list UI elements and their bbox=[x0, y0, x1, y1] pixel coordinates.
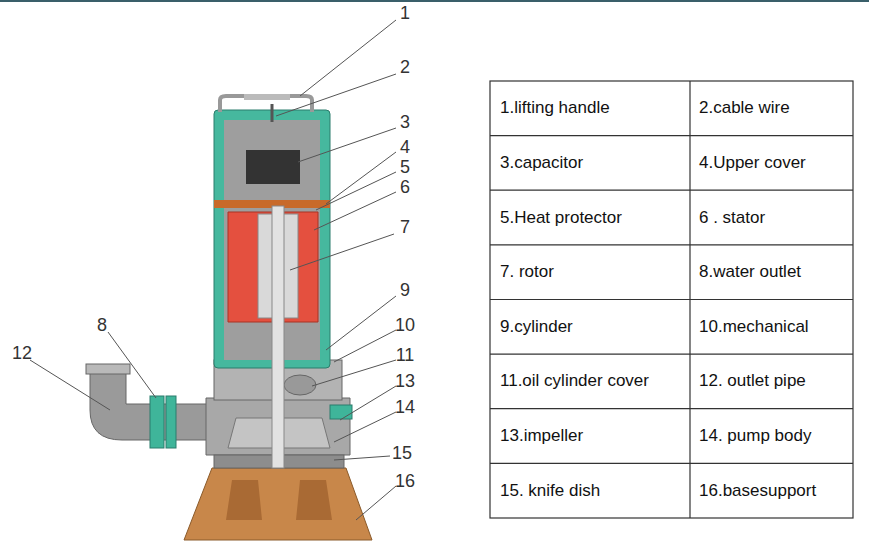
callout-number: 15 bbox=[392, 444, 412, 462]
table-cell: 2.cable wire bbox=[699, 99, 790, 118]
cable-wire bbox=[271, 104, 274, 122]
callout-number: 6 bbox=[400, 178, 410, 196]
table-cell: 14. pump body bbox=[699, 427, 811, 446]
base-window bbox=[226, 480, 332, 520]
callout-number: 11 bbox=[396, 346, 415, 364]
bolt bbox=[330, 405, 352, 419]
callout-number: 12 bbox=[12, 344, 32, 362]
table-cell: 1.lifting handle bbox=[500, 99, 610, 118]
table-cell: 5.Heat protector bbox=[500, 208, 622, 227]
callout-number: 4 bbox=[400, 138, 410, 156]
table-cell: 4.Upper cover bbox=[699, 154, 806, 173]
callout-number: 13 bbox=[395, 372, 415, 390]
callout-number: 3 bbox=[400, 113, 410, 131]
callout-number: 16 bbox=[395, 472, 415, 490]
table-cell: 11.oil cylinder cover bbox=[500, 372, 649, 391]
pipe-end bbox=[86, 364, 130, 374]
callout-number: 9 bbox=[400, 281, 410, 299]
callout-number: 8 bbox=[97, 316, 107, 334]
seal bbox=[284, 375, 316, 395]
callout-number: 14 bbox=[395, 398, 415, 416]
flange bbox=[150, 396, 164, 448]
capacitor bbox=[246, 150, 300, 184]
handle-grip bbox=[244, 94, 290, 100]
callout-number: 5 bbox=[400, 158, 410, 176]
top-rule bbox=[0, 0, 869, 2]
table-cell: 13.impeller bbox=[500, 427, 583, 446]
table-cell: 7. rotor bbox=[500, 263, 554, 282]
table-cell: 16.basesupport bbox=[699, 481, 816, 500]
flange bbox=[166, 396, 176, 448]
table-cell: 15. knife dish bbox=[500, 481, 600, 500]
table-cell: 3.capacitor bbox=[500, 154, 583, 173]
shaft bbox=[272, 206, 284, 468]
callout-number: 10 bbox=[395, 316, 415, 334]
leader-lines bbox=[30, 20, 396, 520]
table-cell: 9.cylinder bbox=[500, 317, 573, 336]
table-grid bbox=[490, 81, 853, 518]
base-support bbox=[184, 468, 372, 540]
table-cell: 6 . stator bbox=[699, 208, 765, 227]
table-cell: 10.mechanical bbox=[699, 317, 809, 336]
table-cell: 8.water outlet bbox=[699, 263, 801, 282]
callout-number: 1 bbox=[400, 4, 410, 22]
table-cell: 12. outlet pipe bbox=[699, 372, 806, 391]
callout-number: 2 bbox=[400, 58, 410, 76]
callout-number: 7 bbox=[400, 218, 410, 236]
